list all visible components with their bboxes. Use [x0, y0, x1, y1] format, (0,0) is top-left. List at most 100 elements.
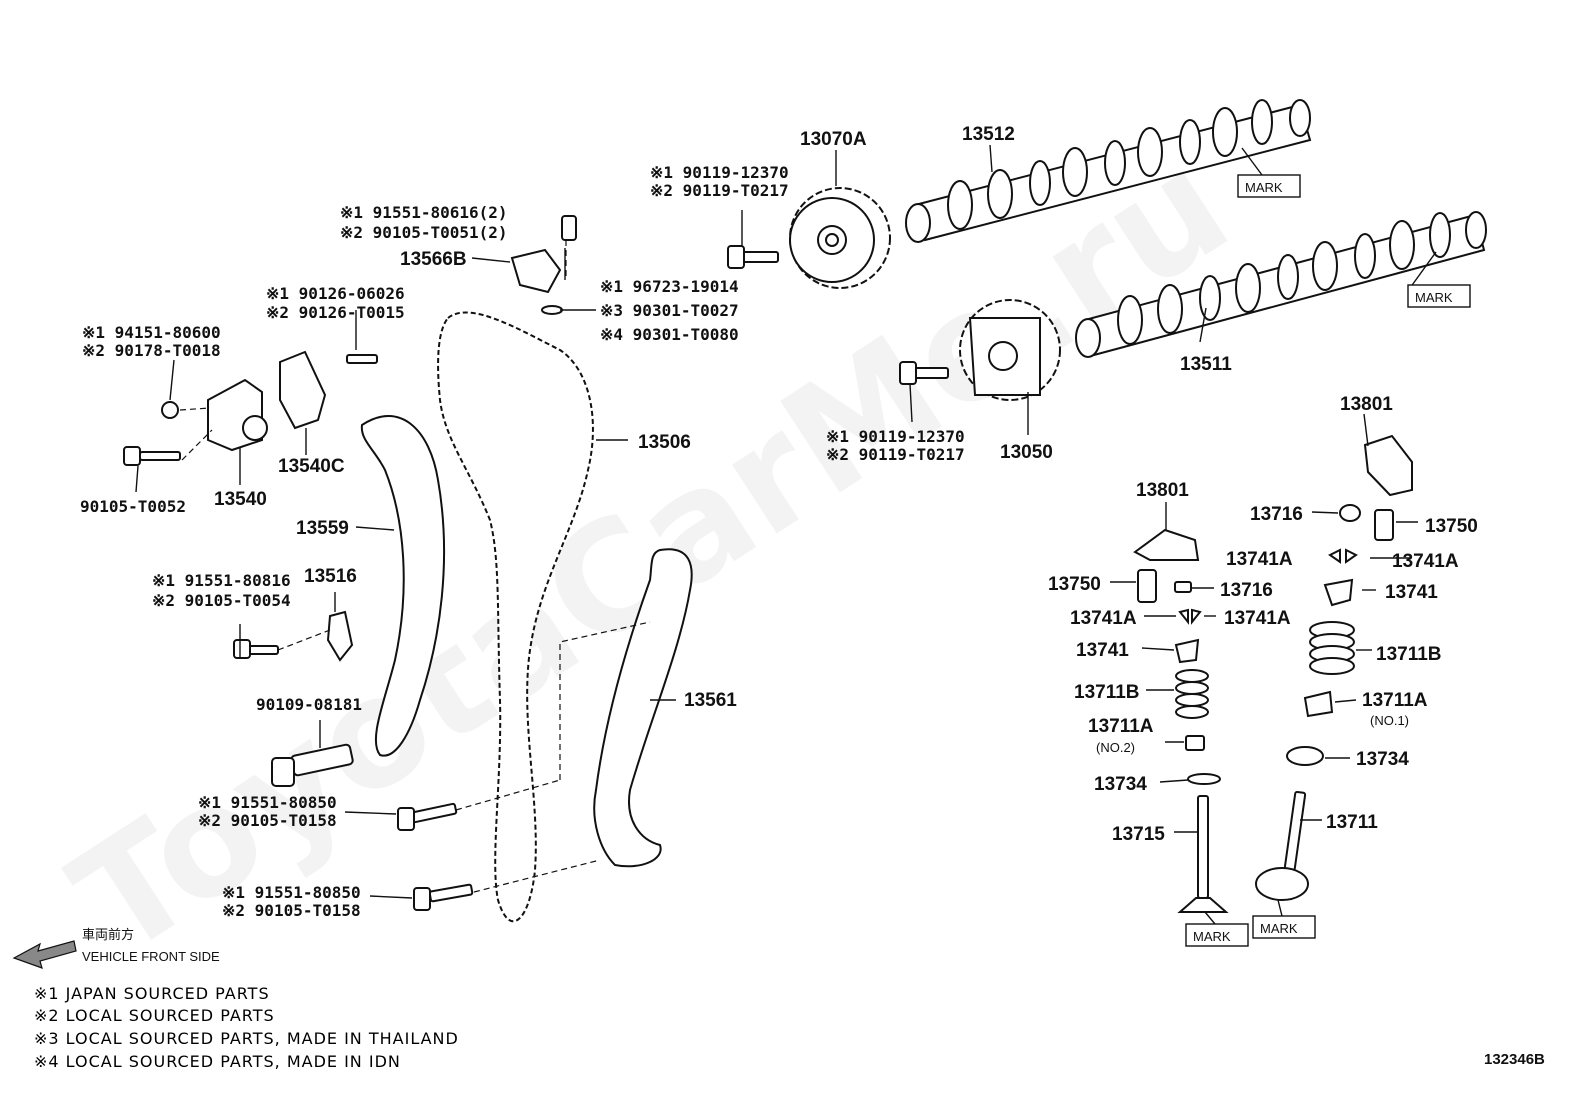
label-13716-lower: 13716 — [1220, 580, 1273, 601]
label-13516: 13516 — [304, 566, 357, 587]
ref-nut-2: ※2 90178-T0018 — [82, 341, 221, 360]
ref-lower-bolt-1a: ※1 91551-80850 — [198, 793, 337, 812]
cam-sprocket-13070A — [789, 187, 891, 289]
valve-13715 — [1177, 795, 1229, 913]
part-labels: 13070A 13512 13511 13050 13566B 13506 13… — [80, 124, 1478, 845]
ref-guide-bolt-2: ※2 90105-T0054 — [152, 591, 291, 610]
ref-oring-1: ※1 96723-19014 — [600, 277, 739, 296]
label-13741-left: 13741 — [1076, 640, 1129, 661]
valve-spring-upper — [1309, 621, 1355, 675]
label-13050: 13050 — [1000, 442, 1053, 463]
spring-seat-lower — [1185, 735, 1205, 751]
spring-seat-upper — [1303, 690, 1334, 718]
mark-text-2: MARK — [1415, 290, 1453, 305]
ref-sprocket2-bolt-1: ※1 90119-12370 — [826, 427, 965, 446]
reference-labels: ※1 90119-12370 ※2 90119-T0217 ※1 91551-8… — [82, 163, 965, 920]
label-13511: 13511 — [1180, 354, 1232, 375]
timing-chain-13506 — [437, 311, 594, 923]
ref-stud-2: ※2 90126-T0015 — [266, 303, 405, 322]
label-no2: (NO.2) — [1096, 740, 1135, 755]
label-13561: 13561 — [684, 690, 737, 711]
valve-cap-lower — [1174, 581, 1192, 593]
label-90105-T0052: 90105-T0052 — [80, 497, 186, 516]
mark-box-3: MARK — [1185, 923, 1249, 947]
label-13711A-left: 13711A — [1088, 716, 1154, 737]
ref-bracket-bolt-1: ※1 91551-80616(2) — [340, 203, 508, 222]
chain-guide-13559 — [360, 415, 446, 757]
valve-keepers-lower — [1178, 608, 1202, 625]
leader-lines — [135, 144, 1437, 925]
label-13741A-1: 13741A — [1226, 549, 1293, 570]
bolt-sprocket-upper — [727, 245, 779, 269]
valve-seal-lower — [1187, 773, 1221, 785]
label-13512: 13512 — [962, 124, 1015, 145]
label-90109-08181: 90109-08181 — [256, 695, 362, 714]
valve-spring-lower — [1175, 669, 1209, 719]
bracket-13516 — [233, 610, 354, 662]
camshaft-13511 — [1075, 211, 1487, 358]
mark-text-4: MARK — [1260, 921, 1298, 936]
label-13750-right: 13750 — [1425, 516, 1478, 537]
legend-4: ※4 LOCAL SOURCED PARTS, MADE IN IDN — [34, 1052, 401, 1071]
label-13559: 13559 — [296, 518, 349, 539]
mark-text-3: MARK — [1193, 929, 1231, 944]
label-no1: (NO.1) — [1370, 713, 1409, 728]
ref-sprocket2-bolt-2: ※2 90119-T0217 — [826, 445, 965, 464]
front-jp: 車両前方 — [82, 927, 134, 942]
bolt-sprocket-lower — [899, 361, 949, 385]
spring-retainer-lower — [1174, 638, 1200, 664]
lash-adjuster-lower — [1137, 569, 1157, 603]
label-13566B: 13566B — [400, 249, 467, 270]
label-13540: 13540 — [214, 489, 267, 510]
chain-tensioner-13540 — [123, 378, 268, 466]
label-13801-lower: 13801 — [1136, 480, 1189, 501]
mark-box-1: MARK — [1237, 174, 1301, 198]
ref-lower-bolt-2b: ※2 90105-T0158 — [222, 901, 361, 920]
label-13741A-2: 13741A — [1392, 551, 1459, 572]
ref-stud-1: ※1 90126-06026 — [266, 284, 405, 303]
ref-oring-4: ※4 90301-T0080 — [600, 325, 739, 344]
ref-sprocket-bolt-2: ※2 90119-T0217 — [650, 181, 789, 200]
label-13741A-3: 13741A — [1070, 608, 1137, 629]
valve-cap-upper — [1339, 504, 1361, 522]
label-13741-right: 13741 — [1385, 582, 1438, 603]
mark-box-4: MARK — [1252, 915, 1316, 939]
legend: ※1 JAPAN SOURCED PARTS ※2 LOCAL SOURCED … — [34, 984, 459, 1071]
bracket-13566B — [510, 215, 577, 315]
label-13750-left: 13750 — [1048, 574, 1101, 595]
cam-sprocket-13050 — [959, 299, 1061, 401]
label-13711B-left: 13711B — [1074, 682, 1140, 703]
tensioner-gasket-13540C — [279, 350, 378, 430]
rocker-arm-lower — [1133, 528, 1200, 561]
label-13711A-right: 13711A — [1362, 690, 1428, 711]
label-13711B-right: 13711B — [1376, 644, 1442, 665]
ref-guide-bolt-1: ※1 91551-80816 — [152, 571, 291, 590]
legend-1: ※1 JAPAN SOURCED PARTS — [34, 984, 270, 1003]
label-13711: 13711 — [1326, 812, 1378, 833]
label-13801-upper: 13801 — [1340, 394, 1393, 415]
camshaft-13512 — [905, 99, 1312, 243]
bolt-lower-2 — [413, 883, 474, 911]
valve-keepers-upper — [1328, 548, 1358, 564]
front-en: VEHICLE FRONT SIDE — [82, 949, 220, 964]
label-13734-right: 13734 — [1356, 749, 1409, 770]
pivot-bolt-90109-08181 — [271, 743, 354, 787]
rocker-arm-upper — [1363, 434, 1413, 497]
figure-id: 132346B — [1484, 1051, 1545, 1068]
label-13716-upper: 13716 — [1250, 504, 1303, 525]
legend-3: ※3 LOCAL SOURCED PARTS, MADE IN THAILAND — [34, 1029, 459, 1048]
front-arrow: 車両前方 VEHICLE FRONT SIDE — [12, 927, 220, 969]
label-13070A: 13070A — [800, 129, 867, 150]
label-13540C: 13540C — [278, 456, 345, 477]
label-13734-left: 13734 — [1094, 774, 1147, 795]
valve-13711 — [1255, 790, 1309, 901]
label-13506: 13506 — [638, 432, 691, 453]
legend-2: ※2 LOCAL SOURCED PARTS — [34, 1006, 275, 1025]
ref-bracket-bolt-2: ※2 90105-T0051(2) — [340, 223, 508, 242]
dashed-guides — [179, 240, 651, 893]
lash-adjuster-upper — [1374, 509, 1394, 541]
mark-text-1: MARK — [1245, 180, 1283, 195]
tensioner-arm-13561 — [593, 548, 693, 868]
bolt-lower-1 — [397, 802, 458, 831]
